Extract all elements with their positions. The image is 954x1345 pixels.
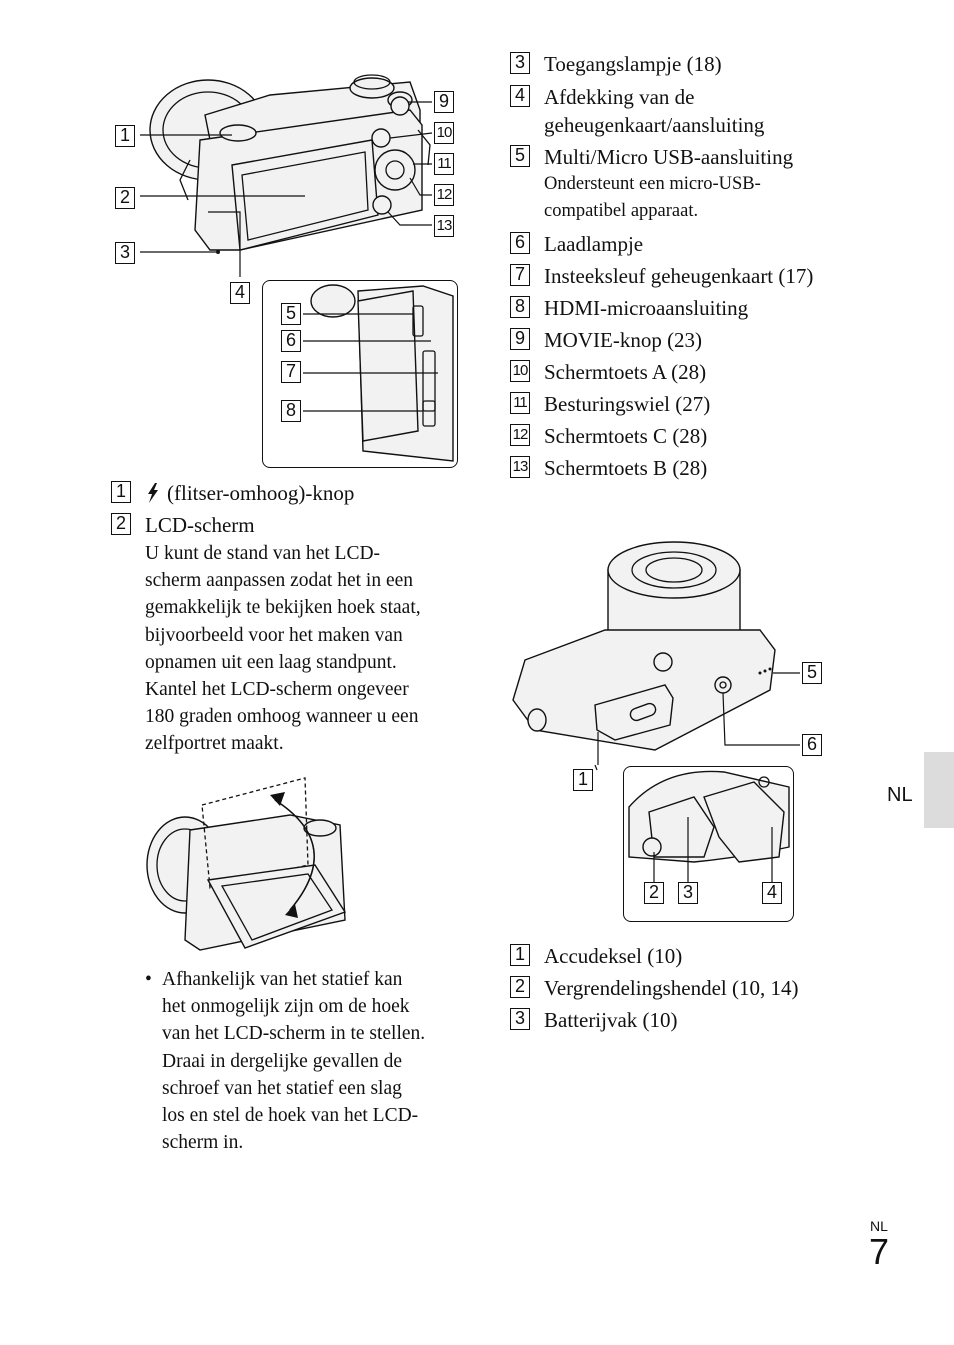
- bullet-line: het onmogelijk zijn om de hoek: [162, 996, 410, 1018]
- desc-line: Kantel het LCD-scherm ongeveer: [145, 679, 409, 701]
- callout-10: 10: [434, 122, 454, 144]
- callout-6: 6: [281, 330, 301, 352]
- item-label: Insteeksleuf geheugenkaart (17): [544, 264, 814, 288]
- item-label: Accudeksel (10): [544, 944, 683, 968]
- battery-inset-figure: 2 3 4: [623, 766, 794, 922]
- bullet-line: Afhankelijk van het statief kan: [162, 969, 403, 990]
- terminal-inset-figure: 5 6 7 8: [262, 280, 458, 468]
- item-label: Laadlampje: [544, 232, 644, 256]
- page-number: 7: [869, 1231, 890, 1272]
- callout-7: 7: [281, 361, 301, 383]
- callout-12: 12: [434, 184, 454, 206]
- lcd-tilt-figure: [140, 770, 370, 960]
- callout-2: 2: [115, 187, 135, 209]
- item-label: (flitser-omhoog)-knop: [167, 481, 355, 505]
- bottom-callout-4: 4: [762, 882, 782, 904]
- item-label: Schermtoets B (28): [544, 456, 708, 480]
- terminal-inset-drawing: [303, 284, 454, 462]
- item-number: 2: [111, 513, 131, 535]
- item-label-line2: geheugenkaart/aansluiting: [544, 113, 765, 137]
- item-number: 8: [510, 296, 530, 318]
- item-number: 4: [510, 85, 530, 107]
- item-label: MOVIE-knop (23): [544, 328, 703, 352]
- item-number: 1: [111, 481, 131, 503]
- item-number: 12: [510, 424, 530, 446]
- item-note: Ondersteunt een micro-USB-: [544, 174, 761, 194]
- item-number: 3: [510, 52, 530, 74]
- right-top-list: 3 Toegangslampje (18) 4 Afdekking van de…: [510, 0, 890, 490]
- callout-9: 9: [434, 91, 454, 113]
- bottom-callout-1: 1: [573, 769, 593, 791]
- bottom-list: 1 Accudeksel (10) 2 Vergrendelingshendel…: [510, 943, 890, 1043]
- lcd-tilt-drawing: [146, 777, 347, 951]
- bullet-line: los en stel de hoek van het LCD-: [162, 1105, 419, 1127]
- bullet-symbol: •: [145, 969, 152, 990]
- item-number: 3: [510, 1008, 530, 1030]
- item-label: HDMI-microaansluiting: [544, 296, 749, 320]
- desc-line: gemakkelijk te bekijken hoek staat,: [145, 597, 421, 619]
- desc-line: opnamen uit een laag standpunt.: [145, 651, 397, 673]
- item-number: 6: [510, 232, 530, 254]
- camera-back-figure: 1 2 3 4 9 10 11 12 13: [110, 70, 460, 470]
- item-number: 13: [510, 456, 530, 478]
- camera-back-drawing: [140, 74, 433, 277]
- callout-4: 4: [230, 282, 250, 304]
- item-number: 9: [510, 328, 530, 350]
- side-tab-label: NL: [887, 784, 913, 806]
- item-label: Schermtoets A (28): [544, 360, 707, 384]
- callout-5: 5: [281, 303, 301, 325]
- page-lang: NL: [870, 1218, 888, 1234]
- bottom-callout-5: 5: [802, 662, 822, 684]
- bottom-callout-6: 6: [802, 734, 822, 756]
- side-tab: [924, 752, 954, 828]
- camera-bottom-drawing: [512, 541, 800, 771]
- battery-inset-drawing: [628, 770, 790, 882]
- callout-11: 11: [434, 153, 454, 175]
- bottom-callout-3: 3: [678, 882, 698, 904]
- item-note-line2: compatibel apparaat.: [544, 201, 699, 221]
- item-number: 1: [510, 944, 530, 966]
- bullet-line: Draai in dergelijke gevallen de: [162, 1050, 403, 1072]
- bullet-line: schroef van het statief een slag: [162, 1077, 402, 1099]
- callout-13: 13: [434, 215, 454, 237]
- callout-1: 1: [115, 125, 135, 147]
- bullet-line: scherm in.: [162, 1132, 244, 1154]
- item-label: Batterijvak (10): [544, 1008, 678, 1032]
- item-number: 5: [510, 145, 530, 167]
- desc-line: U kunt de stand van het LCD-: [145, 543, 381, 564]
- desc-line: scherm aanpassen zodat het in een: [145, 570, 414, 592]
- callout-3: 3: [115, 242, 135, 264]
- camera-bottom-figure: 5 6 1: [505, 540, 845, 925]
- item-number: 11: [510, 392, 530, 414]
- item-label: Vergrendelingshendel (10, 14): [544, 976, 799, 1000]
- flash-icon: [148, 483, 158, 503]
- item-label: Multi/Micro USB-aansluiting: [544, 145, 794, 169]
- desc-line: 180 graden omhoog wanneer u een: [145, 706, 419, 728]
- item-label: Schermtoets C (28): [544, 424, 708, 448]
- item-number: 10: [510, 360, 530, 382]
- item-label: Afdekking van de: [544, 85, 695, 109]
- desc-line: zelfportret maakt.: [145, 733, 284, 755]
- callout-8: 8: [281, 400, 301, 422]
- lcd-description: U kunt de stand van het LCD- scherm aanp…: [145, 540, 475, 758]
- item-number: 7: [510, 264, 530, 286]
- bottom-callout-2: 2: [644, 882, 664, 904]
- item-label: Besturingswiel (27): [544, 392, 711, 416]
- desc-line: bijvoorbeeld voor het maken van: [145, 624, 403, 646]
- left-list: 1 (flitser-omhoog)-knop 2 LCD-scherm: [111, 480, 471, 540]
- bullet-line: van het LCD-scherm in te stellen.: [162, 1023, 426, 1045]
- item-number: 2: [510, 976, 530, 998]
- item-label: Toegangslampje (18): [544, 52, 722, 76]
- item-label: LCD-scherm: [145, 513, 255, 537]
